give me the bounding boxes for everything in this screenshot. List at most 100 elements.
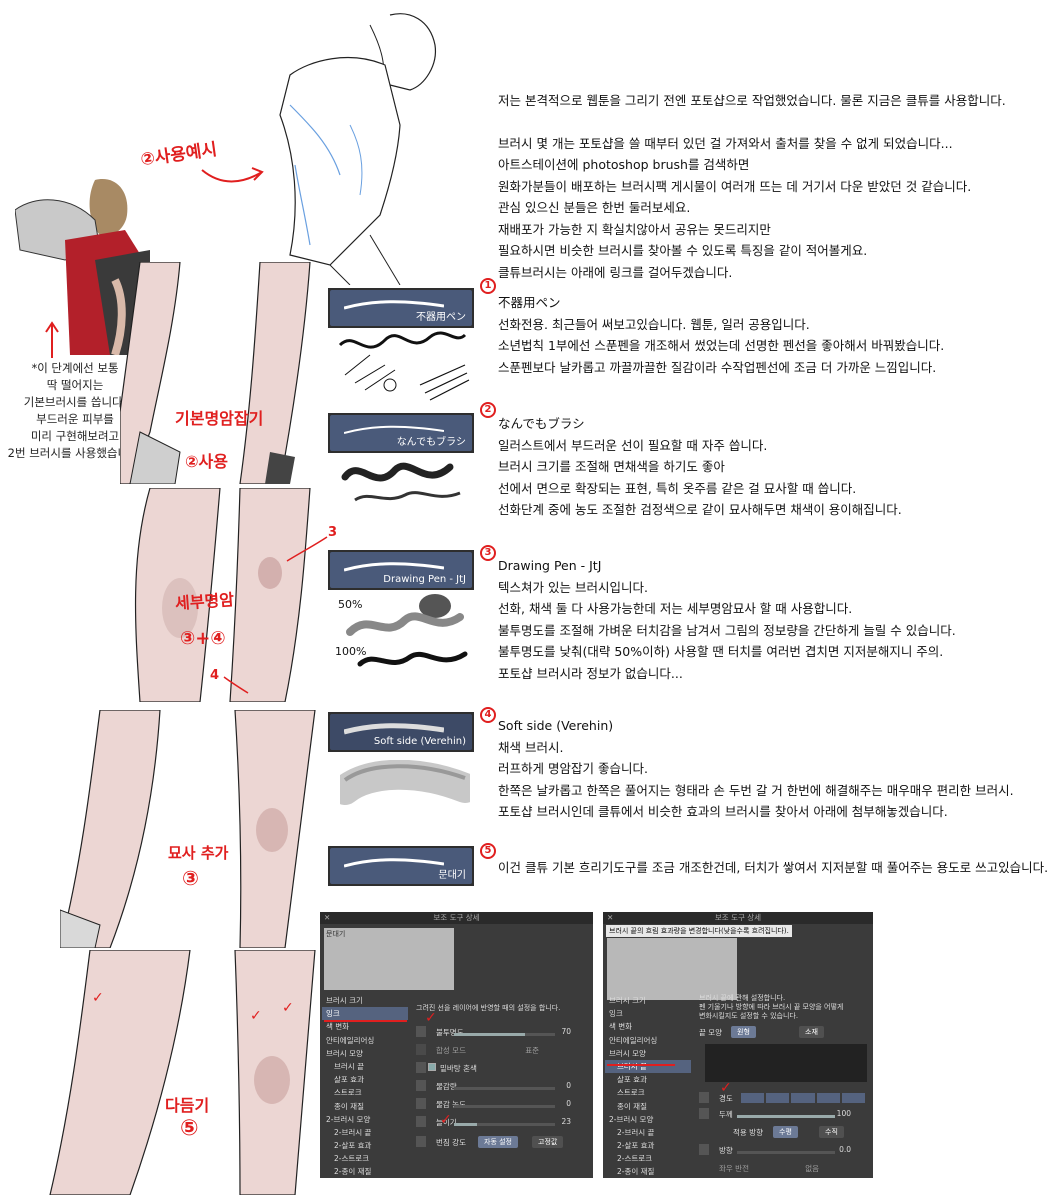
- close-icon[interactable]: ✕: [324, 913, 331, 922]
- category-item[interactable]: 브러시 크기: [326, 996, 363, 1005]
- option-round[interactable]: 원형: [731, 1026, 756, 1038]
- category-list: 브러시 크기 잉크 색 변화 안티에일리어싱 브러시 모양 브러시 끝 살포 효…: [322, 994, 408, 1178]
- brush-number-badge: 1: [480, 278, 496, 294]
- tooltip: 브러시 끝의 흐림 효과량을 변경합니다(낮을수록 흐려집니다).: [606, 925, 792, 937]
- brush-4-description: Soft side (Verehin) 채색 브러시. 러프하게 명암잡기 좋습…: [498, 718, 1014, 819]
- category-item[interactable]: 2-스트로크: [334, 1154, 370, 1164]
- category-item[interactable]: 스트로크: [617, 1088, 645, 1098]
- brush-number-badge: 4: [480, 707, 496, 723]
- category-item[interactable]: 2-스트로크: [617, 1154, 653, 1164]
- category-item[interactable]: 2-종이 재질: [334, 1167, 372, 1177]
- option-material[interactable]: 소재: [799, 1026, 824, 1038]
- category-item[interactable]: 브러시 크기: [609, 996, 646, 1005]
- setting-tip-shape: 끝 모양: [699, 1028, 723, 1037]
- setting-blur-strength[interactable]: 번짐 강도: [414, 1136, 589, 1148]
- category-item[interactable]: 색 변화: [609, 1022, 633, 1032]
- category-item[interactable]: 잉크: [609, 1009, 623, 1019]
- annotation-base-shading-tool: ②사용: [185, 452, 228, 471]
- category-list: 브러시 크기 잉크 색 변화 안티에일리어싱 브러시 모양 브러시 끝 살포 효…: [605, 994, 691, 1178]
- option-vertical[interactable]: 수직: [819, 1126, 844, 1138]
- intro-text: 저는 본격적으로 웹툰을 그리기 전엔 포토샵으로 작업했었습니다. 물론 지금…: [498, 93, 1006, 280]
- category-item[interactable]: 브러시 모양: [326, 1048, 363, 1058]
- brush-stroke-sample-1: [338, 331, 470, 401]
- category-item[interactable]: 살포 효과: [334, 1075, 364, 1085]
- category-item-selected[interactable]: 브러시 끝: [605, 1059, 691, 1074]
- option-fixed[interactable]: 고정값: [532, 1136, 564, 1148]
- brush-preset-card-4[interactable]: Soft side (Verehin): [330, 714, 472, 750]
- annotation-base-shading: 기본명암잡기: [175, 409, 264, 428]
- category-item[interactable]: 안티에일리어싱: [326, 1035, 375, 1045]
- brush-card-label: なんでもブラシ: [396, 437, 466, 448]
- legs-finishing-illustration: [40, 950, 320, 1195]
- setting-color-mix[interactable]: 밑바탕 혼색: [414, 1062, 589, 1074]
- category-item[interactable]: 2-살포 효과: [617, 1141, 655, 1151]
- annotation-detail-shading-tool: ③+④: [180, 628, 226, 649]
- brush-preset-card-3[interactable]: Drawing Pen - JtJ: [330, 552, 472, 588]
- category-item[interactable]: 종이 재질: [334, 1101, 364, 1111]
- brush-stroke-sample-4: [340, 760, 470, 805]
- category-item[interactable]: 브러시 끝: [334, 1061, 364, 1071]
- check-mark: ✓: [250, 1008, 262, 1024]
- brush-card-label: 문대기: [438, 870, 466, 881]
- category-item[interactable]: 2-브러시 끝: [334, 1127, 372, 1137]
- annotation-underline: [607, 1064, 675, 1066]
- close-icon[interactable]: ✕: [607, 913, 614, 922]
- setting-hardness[interactable]: 경도: [697, 1092, 869, 1104]
- brush-1-description: 不器用ペン 선화전용. 최근들어 써보고있습니다. 웹툰, 일러 공용입니다. …: [498, 295, 945, 375]
- brush-stroke-sample-3: [346, 594, 468, 667]
- option-auto[interactable]: 자동 설정: [478, 1136, 518, 1148]
- dialog-description: 브러시 끝에 관해 설정합니다. 펜 기울기나 방향에 따라 브러시 끝 모양을…: [699, 994, 844, 1020]
- category-item-selected[interactable]: 잉크: [322, 1007, 408, 1021]
- category-item[interactable]: 2-종이 재질: [617, 1167, 655, 1177]
- category-item[interactable]: 안티에일리어싱: [609, 1035, 658, 1045]
- annotation-finishing-tool: ⑤: [180, 1116, 199, 1141]
- character-back-illustration: [15, 170, 150, 355]
- annotation-extra-drawing: 묘사 추가: [168, 844, 229, 862]
- category-item[interactable]: 2-브러시 모양: [609, 1114, 654, 1124]
- dialog-description: 그려진 선을 레이어에 반영할 때의 설정을 합니다.: [416, 1004, 561, 1012]
- brush-number-badge: 3: [480, 545, 496, 561]
- annotation-arrow-up: [45, 321, 59, 358]
- check-mark: ✓: [92, 990, 104, 1006]
- dialog-title: 보조 도구 상세: [433, 913, 480, 922]
- character-sketch-illustration: [270, 5, 440, 285]
- option-horizontal[interactable]: 수평: [773, 1126, 798, 1138]
- category-item[interactable]: 종이 재질: [617, 1101, 647, 1111]
- dialog-title: 보조 도구 상세: [714, 913, 762, 922]
- category-item[interactable]: 2-브러시 끝: [617, 1127, 655, 1137]
- category-item[interactable]: 살포 효과: [617, 1075, 647, 1085]
- annotation-line-3: [286, 536, 328, 562]
- category-item[interactable]: 스트로크: [334, 1088, 362, 1098]
- pressure-label-50: 50%: [338, 598, 363, 611]
- category-item[interactable]: 2-브러시 모양: [326, 1114, 371, 1124]
- tip-material-list[interactable]: [705, 1044, 867, 1082]
- category-item[interactable]: 2-살포 효과: [334, 1141, 372, 1151]
- brush-preset-card-5[interactable]: 문대기: [330, 848, 472, 884]
- brush-preview: [607, 938, 737, 1000]
- annotation-underline: [324, 1020, 407, 1022]
- annotation-line-4: [223, 676, 249, 694]
- brush-preset-card-2[interactable]: なんでもブラシ: [330, 415, 472, 451]
- brush-settings-dialog-left: ✕보조 도구 상세 문대기 브러시 크기 잉크 색 변화 안티에일리어싱 브러시…: [320, 912, 593, 1178]
- brush-card-label: Drawing Pen - JtJ: [383, 574, 466, 585]
- left-side-note: *이 단계에선 보통 딱 떨어지는 기본브러시를 씁니다. 부드러운 피부를 미…: [7, 361, 143, 460]
- setting-apply-direction[interactable]: 적용 방향: [733, 1128, 763, 1137]
- brush-preset-card-1[interactable]: 不器用ペン: [330, 290, 472, 326]
- check-mark: ✓: [425, 1010, 437, 1026]
- category-item[interactable]: 색 변화: [326, 1022, 350, 1032]
- check-mark: ✓: [282, 1000, 294, 1016]
- legs-detail-shading-illustration: [120, 488, 320, 702]
- annotation-finishing: 다듬기: [165, 1096, 210, 1115]
- category-item[interactable]: 브러시 모양: [609, 1048, 646, 1058]
- check-mark: ✓: [440, 1112, 452, 1128]
- brush-3-description: Drawing Pen - JtJ 텍스쳐가 있는 브러시입니다. 선화, 채색…: [498, 558, 956, 681]
- brush-card-label: Soft side (Verehin): [373, 736, 466, 747]
